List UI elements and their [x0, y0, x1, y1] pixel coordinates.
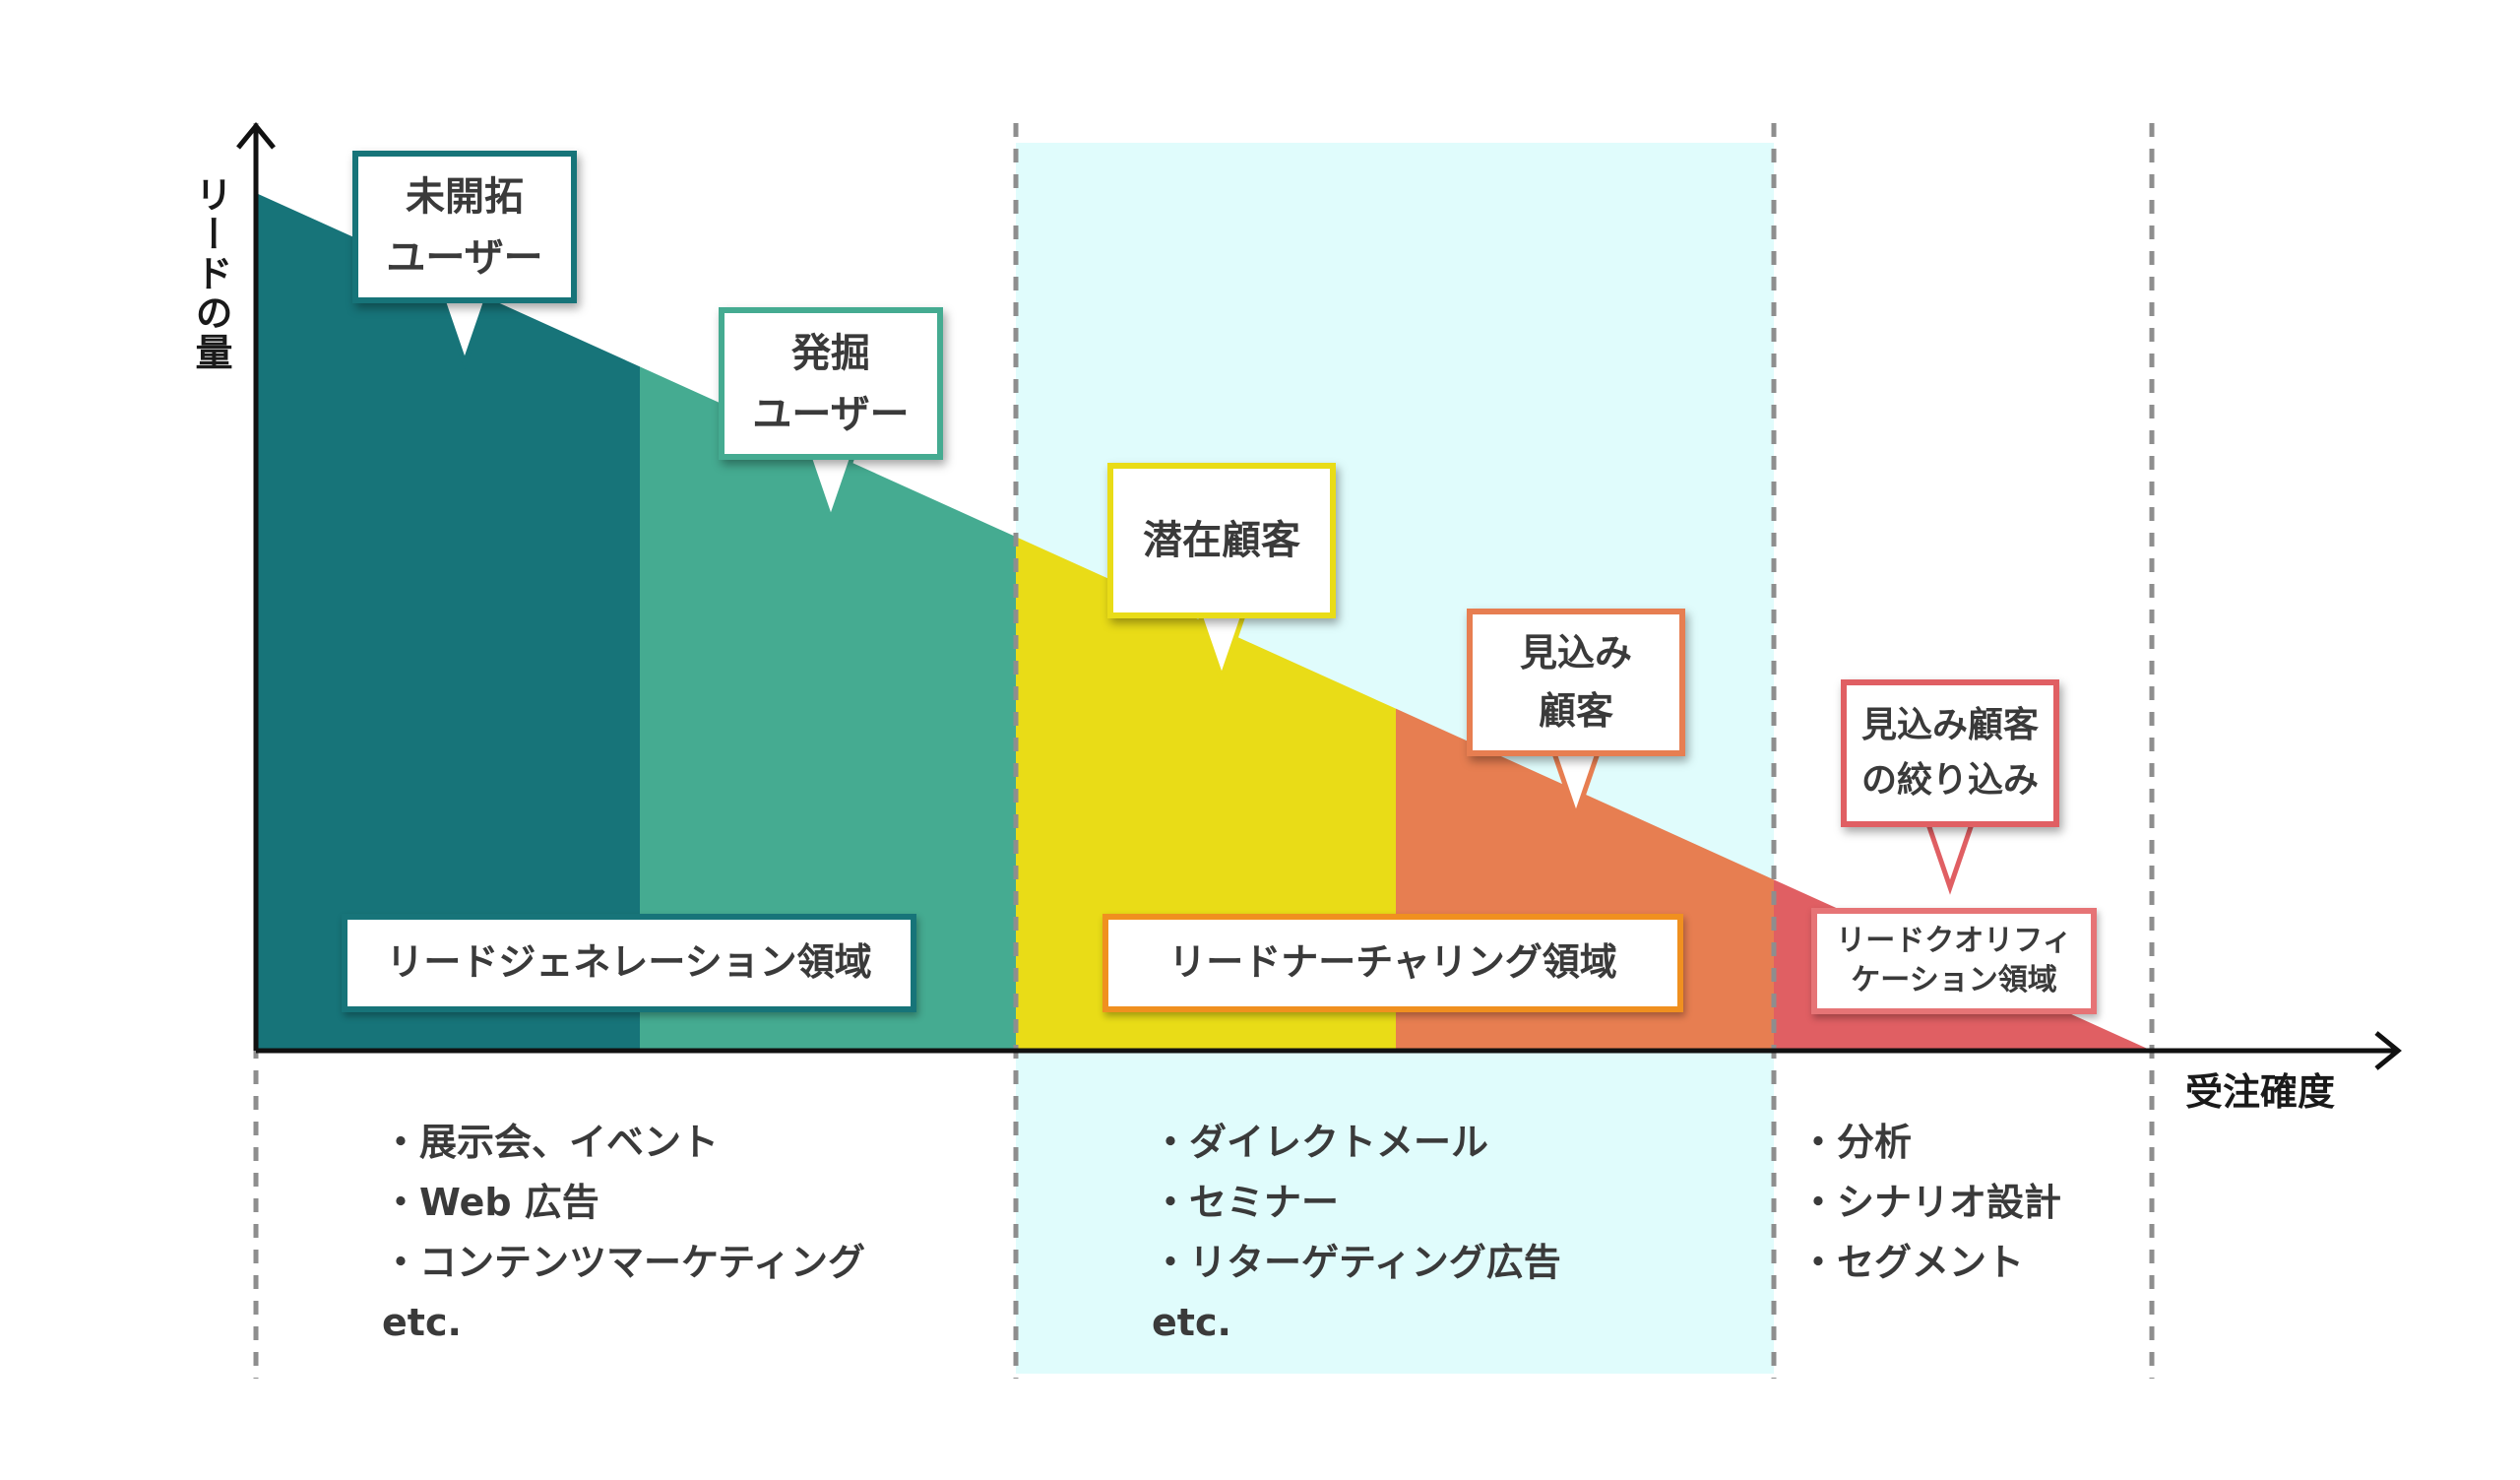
stage-bubble-qualified-prospects: 見込み顧客 の絞り込み: [1841, 679, 2059, 827]
tactic-item: 分析: [1799, 1113, 2061, 1173]
tactic-item: リターゲティング広告: [1152, 1233, 1561, 1293]
tactic-etc: etc.: [382, 1301, 462, 1344]
x-axis-arrow-icon: [2374, 1031, 2402, 1070]
x-axis-label: 受注確度: [2185, 1070, 2336, 1114]
y-axis-arrow-icon: [236, 122, 276, 150]
y-axis-label: リードの量: [189, 175, 232, 372]
tactics-list-nurturing: ダイレクトメール セミナー リターゲティング広告 etc.: [1152, 1113, 1561, 1353]
tactics-list-qualification: 分析 シナリオ設計 セグメント: [1799, 1113, 2061, 1293]
stage-segment: [256, 193, 640, 1051]
tactic-item: ダイレクトメール: [1152, 1113, 1561, 1173]
tactic-item: セグメント: [1799, 1233, 2061, 1293]
stage-segment: [640, 366, 1016, 1051]
region-label-lead-qualification: リードクオリフィ ケーション領域: [1811, 908, 2097, 1014]
tactic-item: 展示会、イベント: [382, 1113, 865, 1173]
stage-bubble-prospects: 見込み 顧客: [1467, 609, 1685, 756]
tactics-list-generation: 展示会、イベント Web 広告 コンテンツマーケティング etc.: [382, 1113, 865, 1353]
tactic-item: コンテンツマーケティング: [382, 1233, 865, 1293]
stage-bubble-discovered-users: 発掘 ユーザー: [719, 307, 943, 460]
tactic-item: セミナー: [1152, 1173, 1561, 1233]
stage-bubble-potential-customers: 潜在顧客: [1107, 463, 1336, 618]
region-label-lead-generation: リードジェネレーション領域: [342, 914, 916, 1012]
tactic-item: Web 広告: [382, 1173, 865, 1233]
tactic-etc: etc.: [1152, 1301, 1231, 1344]
axes: [236, 122, 2402, 1070]
region-label-lead-nurturing: リードナーチャリング領域: [1102, 914, 1683, 1012]
bubble-pointer: [1924, 821, 1976, 895]
stage-bubble-untapped-users: 未開拓 ユーザー: [352, 151, 577, 303]
tactic-item: シナリオ設計: [1799, 1173, 2061, 1233]
